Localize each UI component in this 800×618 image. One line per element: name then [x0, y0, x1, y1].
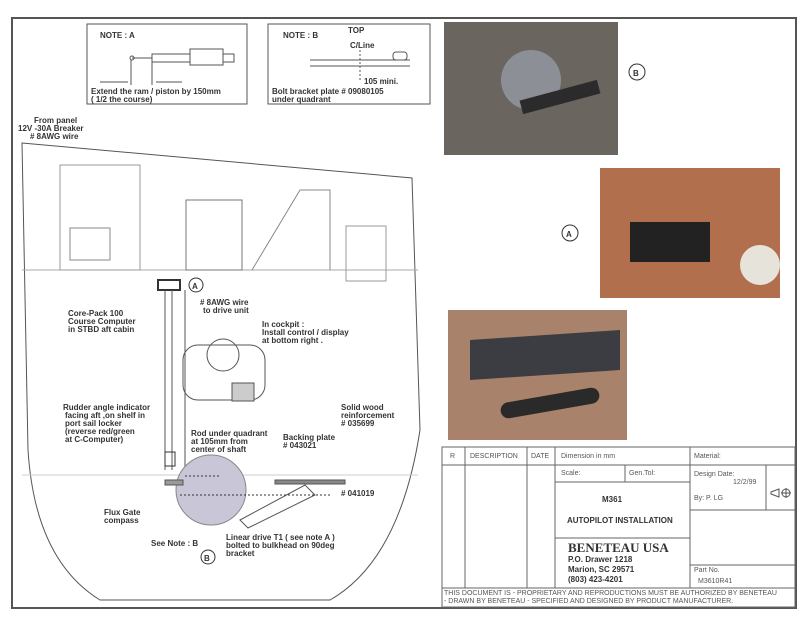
callout-see-note-b: See Note : B	[151, 539, 198, 548]
note-b: NOTE : B TOP C/Line 105 mini. Bolt brack…	[267, 23, 431, 105]
svg-text:- DRAWN BY BENETEAU - SPECIFIE: - DRAWN BY BENETEAU - SPECIFIED AND DESI…	[444, 598, 733, 605]
svg-text:in STBD aft cabin: in STBD aft cabin	[68, 325, 134, 334]
marker-b: B	[200, 549, 216, 565]
svg-text:at bottom right .: at bottom right .	[262, 336, 323, 345]
callout-from-panel: From panel 12V -30A Breaker # 8AWG wire	[18, 116, 84, 141]
svg-text:( 1/2 the course): ( 1/2 the course)	[91, 95, 153, 104]
svg-text:center of shaft: center of shaft	[191, 445, 246, 454]
svg-text:A: A	[192, 282, 198, 291]
svg-text:bolted to bulkhead on 90deg: bolted to bulkhead on 90deg	[226, 541, 335, 550]
svg-text:Flux Gate: Flux Gate	[104, 508, 141, 517]
svg-text:From panel: From panel	[34, 116, 77, 125]
svg-text:bracket: bracket	[226, 549, 255, 558]
svg-text:DATE: DATE	[531, 453, 549, 460]
svg-text:# 8AWG wire: # 8AWG wire	[30, 132, 79, 141]
svg-text:P.O. Drawer 1218: P.O. Drawer 1218	[568, 555, 633, 564]
svg-text:Solid wood: Solid wood	[341, 403, 384, 412]
part-number: M3610R41	[698, 578, 732, 585]
photo-marker-b: B	[628, 63, 646, 81]
callout-flux: Flux Gate compass	[104, 508, 141, 525]
svg-text:NOTE : B: NOTE : B	[283, 31, 318, 40]
svg-text:TOP: TOP	[348, 26, 365, 35]
svg-text:Extend the ram / piston by 150: Extend the ram / piston by 150mm	[91, 87, 221, 96]
svg-text:A: A	[566, 230, 572, 239]
svg-text:Gen.Tol:: Gen.Tol:	[629, 470, 655, 477]
svg-text:105 mini.: 105 mini.	[364, 77, 398, 86]
svg-text:to drive unit: to drive unit	[203, 306, 249, 315]
callout-solid-wood: Solid wood reinforcement # 035699	[341, 403, 395, 428]
callout-rudder: Rudder angle indicator facing aft ,on sh…	[63, 403, 150, 444]
svg-text:# 043021: # 043021	[283, 441, 317, 450]
svg-text:Rod under quadrant: Rod under quadrant	[191, 429, 268, 438]
svg-text:under quadrant: under quadrant	[272, 95, 331, 104]
note-a: NOTE : A Extend the ram / piston by 150m…	[86, 23, 248, 105]
photo-marker-a: A	[561, 224, 579, 242]
svg-text:Bolt bracket plate # 09080105: Bolt bracket plate # 09080105	[272, 87, 384, 96]
callout-awg-wire: # 8AWG wire to drive unit	[200, 298, 249, 315]
sheet-border	[11, 17, 797, 609]
model-number: M361	[602, 495, 623, 504]
drawing-title: AUTOPILOT INSTALLATION	[567, 516, 673, 525]
note-a-title: NOTE : A	[100, 31, 135, 40]
svg-text:Core-Pack 100: Core-Pack 100	[68, 309, 124, 318]
svg-text:# 8AWG wire: # 8AWG wire	[200, 298, 249, 307]
svg-text:Part No.: Part No.	[694, 567, 720, 574]
svg-text:Material:: Material:	[694, 453, 721, 460]
svg-text:(803) 423-4201: (803) 423-4201	[568, 575, 623, 584]
svg-text:B: B	[204, 554, 210, 563]
callout-cockpit: In cockpit : Install control / display a…	[262, 320, 349, 345]
callout-core-pack: Core-Pack 100 Course Computer in STBD af…	[68, 309, 136, 334]
svg-text:reinforcement: reinforcement	[341, 411, 395, 420]
callout-rod: Rod under quadrant at 105mm from center …	[191, 429, 268, 454]
svg-text:port sail locker: port sail locker	[65, 419, 122, 428]
callout-backing: Backing plate # 043021	[283, 433, 336, 450]
svg-text:Scale:: Scale:	[561, 470, 581, 477]
svg-text:at 105mm from: at 105mm from	[191, 437, 248, 446]
callout-linear: Linear drive T1 ( see note A ) bolted to…	[226, 533, 335, 558]
svg-text:R: R	[450, 453, 455, 460]
svg-text:# 035699: # 035699	[341, 419, 375, 428]
svg-text:Dimension in mm: Dimension in mm	[561, 453, 615, 460]
svg-text:THIS DOCUMENT IS - PROPRIETARY: THIS DOCUMENT IS - PROPRIETARY AND REPRO…	[444, 590, 777, 597]
quadrant	[175, 454, 247, 526]
svg-text:In cockpit :: In cockpit :	[262, 320, 304, 329]
svg-text:Rudder angle indicator: Rudder angle indicator	[63, 403, 150, 412]
svg-text:By: P. LG: By: P. LG	[694, 495, 723, 502]
svg-text:(reverse red/green: (reverse red/green	[65, 427, 135, 436]
projection-symbol-icon	[770, 488, 791, 498]
svg-text:compass: compass	[104, 516, 139, 525]
svg-text:facing aft ,on shelf in: facing aft ,on shelf in	[65, 411, 145, 420]
svg-text:C/Line: C/Line	[350, 41, 375, 50]
svg-text:B: B	[633, 69, 639, 78]
marker-a: A	[188, 277, 204, 293]
svg-text:12/2/99: 12/2/99	[733, 479, 756, 486]
svg-text:Design Date:: Design Date:	[694, 471, 735, 478]
svg-text:Linear drive T1 ( see note A ): Linear drive T1 ( see note A )	[226, 533, 335, 542]
svg-text:DESCRIPTION: DESCRIPTION	[470, 453, 518, 460]
svg-text:Marion, SC 29571: Marion, SC 29571	[568, 565, 635, 574]
company-name: BENETEAU USA	[568, 540, 669, 555]
svg-text:at C-Computer): at C-Computer)	[65, 435, 124, 444]
svg-text:Course Computer: Course Computer	[68, 317, 136, 326]
svg-text:Backing plate: Backing plate	[283, 433, 336, 442]
svg-text:Install control / display: Install control / display	[262, 328, 349, 337]
hull-plan	[21, 142, 421, 601]
svg-text:12V -30A Breaker: 12V -30A Breaker	[18, 124, 84, 133]
callout-041019: # 041019	[341, 489, 375, 498]
title-block	[441, 446, 796, 608]
